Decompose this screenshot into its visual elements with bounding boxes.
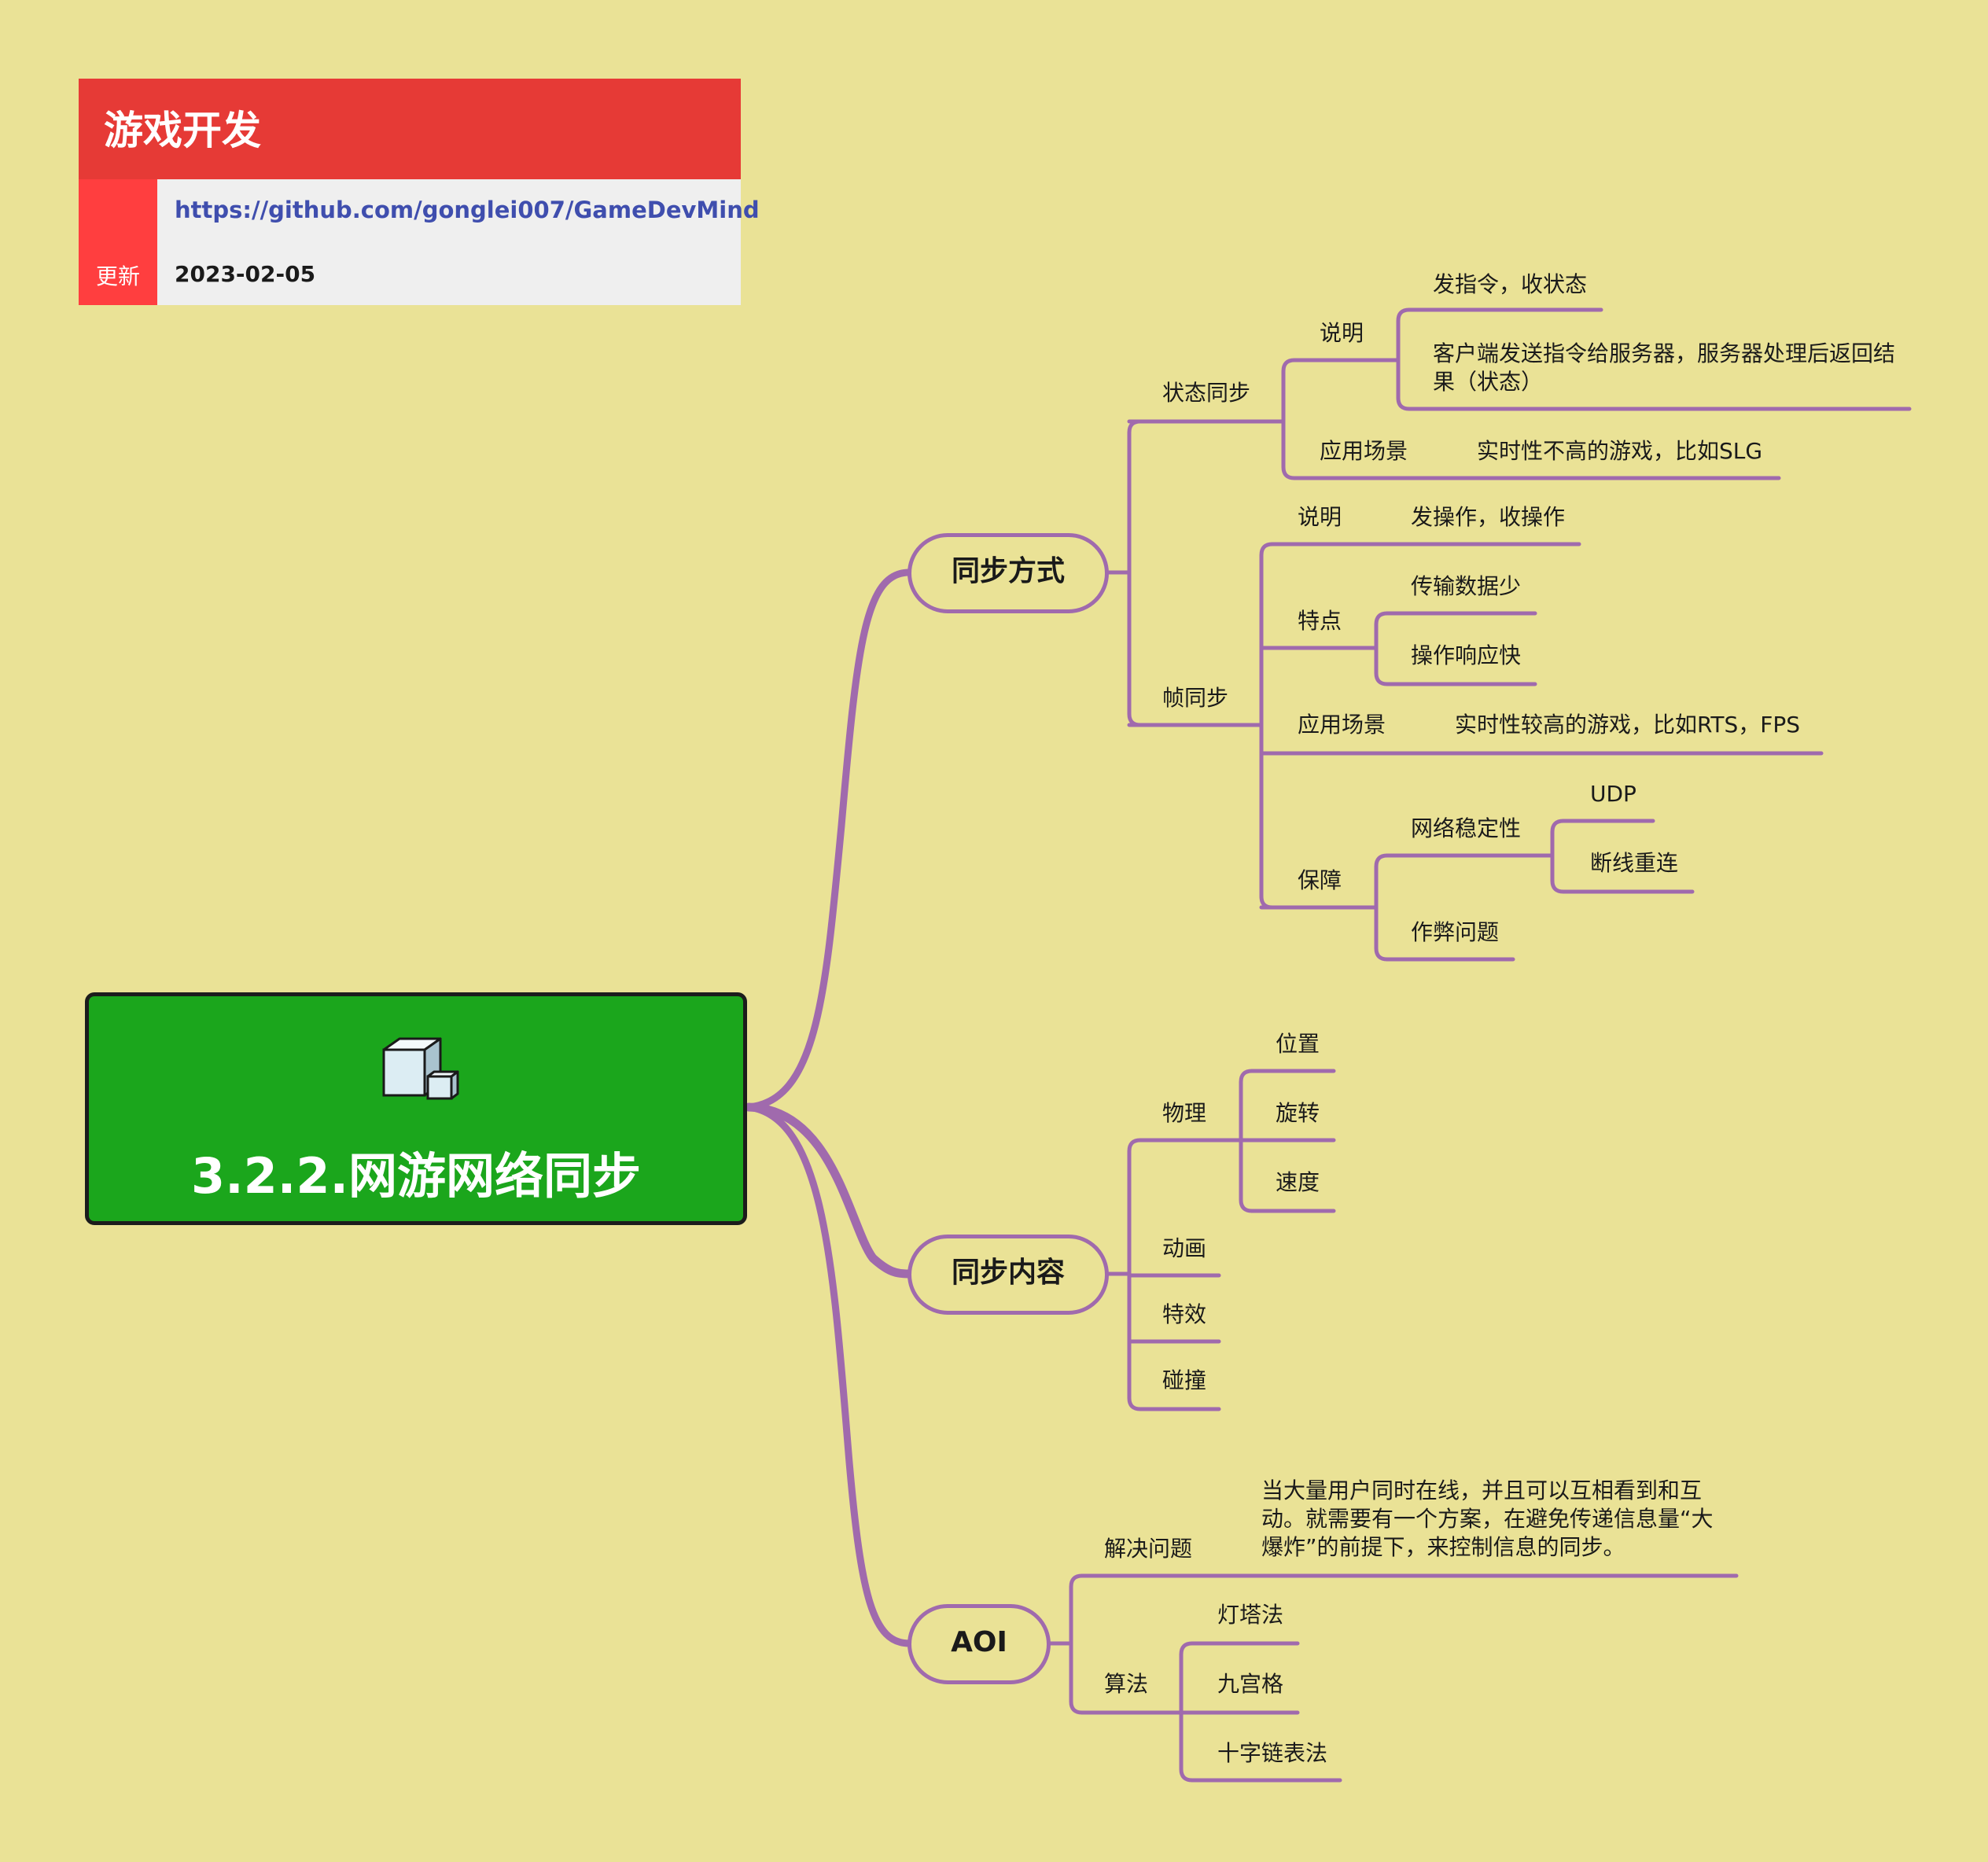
branch-sync-content[interactable]: 同步内容 bbox=[907, 1235, 1109, 1315]
node-physics-speed[interactable]: 速度 bbox=[1276, 1169, 1320, 1195]
node-algo-lighthouse[interactable]: 灯塔法 bbox=[1217, 1602, 1284, 1628]
header-body bbox=[157, 179, 741, 305]
node-algo-nine-grid[interactable]: 九宫格 bbox=[1217, 1671, 1284, 1697]
node-frame-sync-feature-1[interactable]: 传输数据少 bbox=[1411, 573, 1522, 599]
node-frame-sync-feature[interactable]: 特点 bbox=[1298, 608, 1342, 634]
node-aoi-algorithm[interactable]: 算法 bbox=[1104, 1671, 1149, 1697]
node-frame-sync-desc[interactable]: 发操作，收操作 bbox=[1411, 504, 1566, 530]
node-aoi-problem[interactable]: 解决问题 bbox=[1104, 1536, 1193, 1562]
header-title: 游戏开发 bbox=[104, 108, 261, 153]
header-title-bar: 游戏开发 bbox=[79, 79, 741, 179]
cube-icon bbox=[382, 1037, 459, 1100]
node-physics[interactable]: 物理 bbox=[1162, 1100, 1207, 1126]
branch-sync-method[interactable]: 同步方式 bbox=[907, 533, 1109, 613]
aoi-links bbox=[1047, 1573, 1739, 1783]
sync-content-links bbox=[1105, 1069, 1336, 1411]
node-state-sync-desc-2[interactable]: 客户端发送指令给服务器，服务器处理后返回结果（状态） bbox=[1433, 340, 1896, 395]
node-frame-sync-guarantee[interactable]: 保障 bbox=[1298, 867, 1342, 893]
node-frame-sync-scene-label[interactable]: 应用场景 bbox=[1298, 712, 1386, 738]
node-aoi-problem-desc[interactable]: 当大量用户同时在线，并且可以互相看到和互动。就需要有一个方案，在避免传递信息量“… bbox=[1261, 1477, 1714, 1560]
header-card: 游戏开发 https://github.com/gonglei007/GameD… bbox=[79, 79, 760, 305]
node-state-sync-desc[interactable]: 说明 bbox=[1320, 320, 1364, 346]
node-physics-rotation[interactable]: 旋转 bbox=[1276, 1100, 1320, 1126]
node-frame-sync[interactable]: 帧同步 bbox=[1162, 685, 1229, 711]
node-frame-sync-feature-2[interactable]: 操作响应快 bbox=[1411, 642, 1522, 668]
node-effects[interactable]: 特效 bbox=[1162, 1301, 1207, 1327]
node-state-sync-scene-label[interactable]: 应用场景 bbox=[1320, 438, 1408, 464]
node-physics-position[interactable]: 位置 bbox=[1276, 1031, 1320, 1057]
node-collision[interactable]: 碰撞 bbox=[1162, 1367, 1207, 1393]
node-animation[interactable]: 动画 bbox=[1162, 1235, 1207, 1261]
repo-link[interactable]: https://github.com/gonglei007/GameDevMin… bbox=[175, 197, 760, 223]
root-topic[interactable]: 3.2.2.网游网络同步 bbox=[85, 992, 747, 1225]
node-udp[interactable]: UDP bbox=[1590, 781, 1636, 807]
branch-aoi[interactable]: AOI bbox=[907, 1604, 1051, 1684]
root-title: 3.2.2.网游网络同步 bbox=[190, 1147, 642, 1205]
header-side-strip bbox=[79, 179, 157, 305]
sync-method-links bbox=[1105, 307, 1912, 962]
root-link-sync-content bbox=[744, 1102, 914, 1279]
node-frame-sync-desc-label[interactable]: 说明 bbox=[1298, 504, 1342, 530]
node-state-sync-scene[interactable]: 实时性不高的游戏，比如SLG bbox=[1477, 438, 1763, 464]
update-date: 2023-02-05 bbox=[175, 261, 316, 287]
node-network-stability[interactable]: 网络稳定性 bbox=[1411, 815, 1522, 841]
node-cheat[interactable]: 作弊问题 bbox=[1411, 919, 1500, 945]
node-reconnect[interactable]: 断线重连 bbox=[1590, 850, 1679, 876]
node-frame-sync-scene[interactable]: 实时性较高的游戏，比如RTS，FPS bbox=[1455, 712, 1801, 738]
root-link-sync-method bbox=[745, 569, 913, 1111]
node-state-sync[interactable]: 状态同步 bbox=[1162, 380, 1251, 406]
update-label: 更新 bbox=[96, 263, 141, 289]
root-link-aoi bbox=[745, 1103, 913, 1647]
node-algo-cross-list[interactable]: 十字链表法 bbox=[1217, 1740, 1328, 1766]
node-state-sync-desc-1[interactable]: 发指令，收状态 bbox=[1433, 271, 1588, 297]
